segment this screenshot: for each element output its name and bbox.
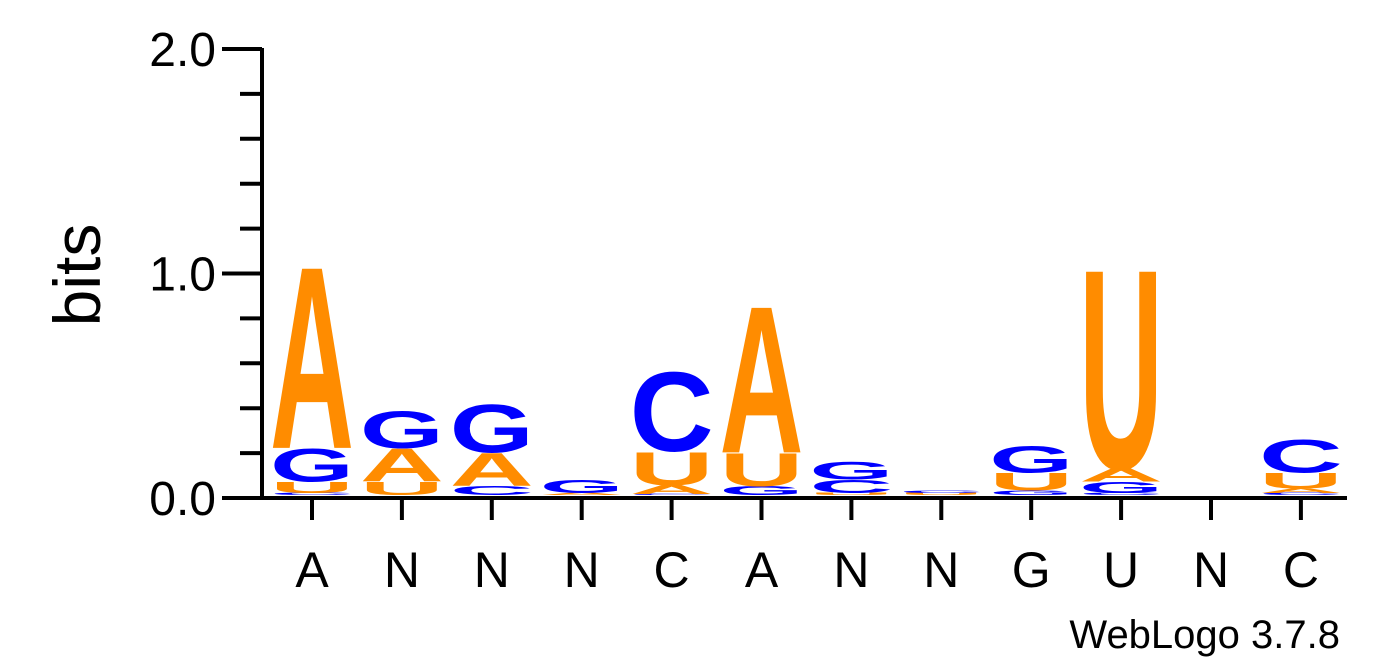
logo-letter-a: A	[719, 262, 803, 497]
y-tick-label: 0.0	[149, 473, 216, 526]
logo-letter-g: G	[809, 457, 893, 485]
logo-letter-a: A	[270, 213, 354, 503]
logo-letter-a: A	[540, 492, 624, 495]
logo-letter-u: U	[360, 478, 444, 499]
logo-letter-g: G	[1079, 479, 1163, 496]
position-label: N	[384, 542, 420, 598]
logo-letter-c: C	[630, 494, 714, 496]
logo-letter-a: A	[360, 439, 444, 491]
position-label: N	[564, 542, 600, 598]
logo-letter-c: C	[1259, 492, 1343, 495]
logo-letter-a: A	[1079, 465, 1163, 486]
logo-letter-a: A	[630, 483, 714, 497]
logo-letter-c: C	[1079, 492, 1163, 495]
y-tick-label: 2.0	[149, 24, 216, 77]
logo-letter-g: G	[450, 391, 534, 468]
position-label: N	[923, 542, 959, 598]
position-label: N	[833, 542, 869, 598]
position-label: N	[474, 542, 510, 598]
y-tick-label: 1.0	[149, 249, 216, 302]
logo-letter-u: U	[630, 442, 714, 494]
logo-letter-c: C	[899, 490, 983, 493]
logo-letter-c: C	[1259, 430, 1343, 482]
logo-letter-u: U	[270, 479, 354, 497]
position-label: C	[1283, 542, 1319, 598]
logo-letter-u: U	[989, 468, 1073, 496]
logo-letter-c: C	[270, 492, 354, 495]
logo-letter-u: U	[1079, 211, 1163, 529]
logo-letter-c: C	[630, 350, 714, 476]
logo-letter-u: U	[809, 492, 893, 495]
logo-letter-a: A	[1259, 487, 1343, 494]
logo-letter-u: U	[899, 492, 983, 495]
position-label: A	[745, 542, 779, 598]
axes: 0.0 1.0 2.0	[149, 24, 1347, 526]
logo-letter-a: A	[450, 444, 534, 496]
position-label: N	[1193, 542, 1229, 598]
logo-letter-u: U	[719, 444, 803, 496]
logo-letter-g: G	[540, 476, 624, 497]
logo-letter-c: C	[450, 484, 534, 498]
position-label: A	[295, 542, 329, 598]
logo-letter-g: G	[989, 439, 1073, 481]
position-label: U	[1103, 542, 1139, 598]
logo-letter-g: G	[360, 400, 444, 459]
position-label: G	[1012, 542, 1051, 598]
weblogo-credit: WebLogo 3.7.8	[1069, 613, 1340, 657]
logo-letter-g: G	[989, 489, 1073, 496]
logo-letter-c: C	[809, 476, 893, 497]
logo-letter-g: G	[720, 484, 804, 498]
y-axis-label: bits	[40, 224, 114, 327]
logo-letter-g: G	[270, 439, 354, 492]
position-label: C	[654, 542, 690, 598]
logo-letter-u: U	[1259, 468, 1343, 493]
